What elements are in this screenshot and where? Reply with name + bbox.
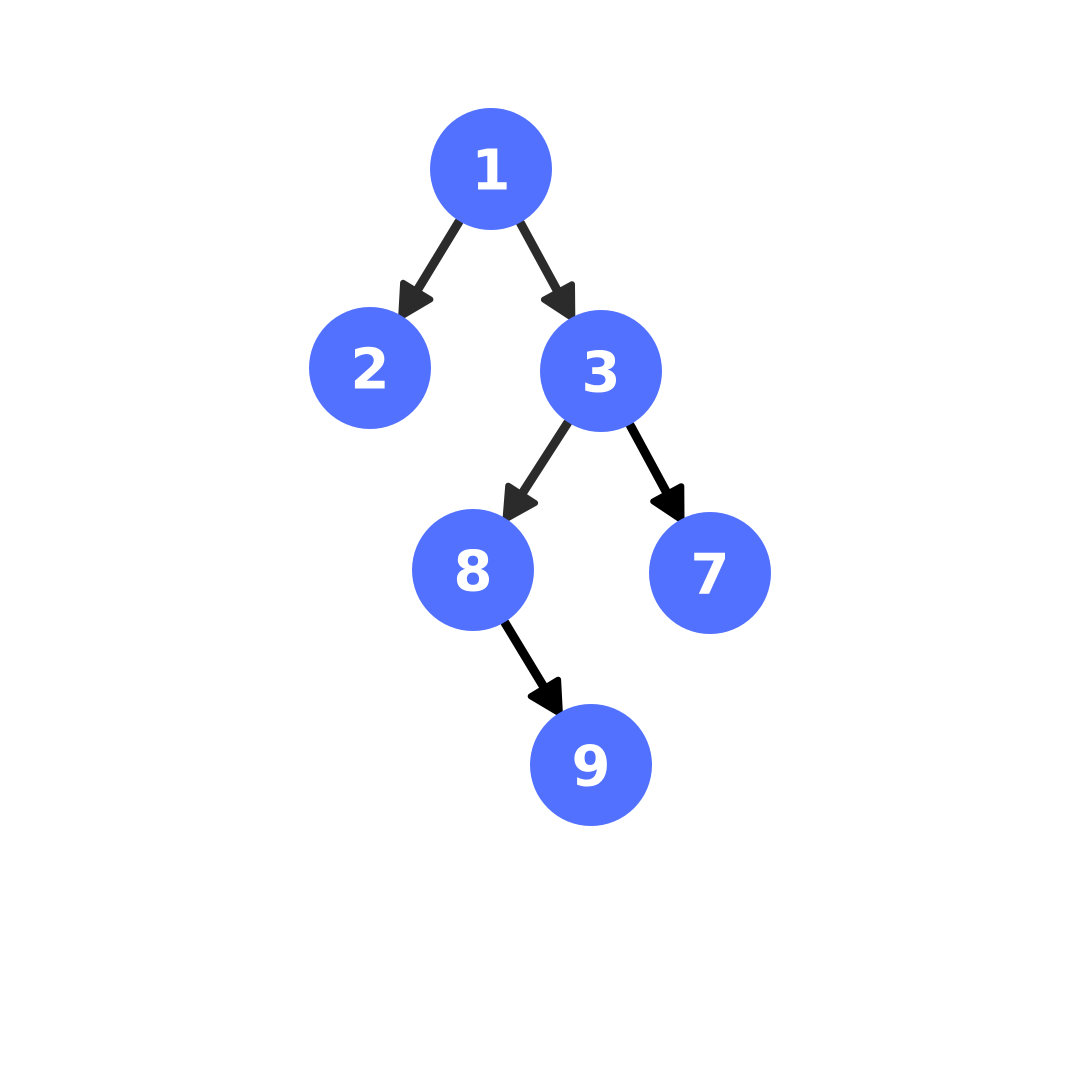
node-7-label: 7 — [691, 543, 730, 608]
node-9-circle — [530, 704, 652, 826]
node-7-circle — [649, 512, 771, 634]
edge-line — [410, 217, 464, 299]
arrowhead-icon — [540, 281, 576, 322]
edge-1-to-2 — [398, 217, 464, 320]
node-3: 3 — [540, 310, 662, 432]
arrowhead-icon — [502, 482, 539, 523]
node-7: 7 — [649, 512, 771, 634]
node-8-circle — [412, 509, 534, 631]
edge-line — [516, 219, 565, 300]
node-2-circle — [309, 307, 431, 429]
arrowhead-icon — [650, 483, 685, 524]
edges-layer — [398, 217, 685, 717]
node-1-circle — [430, 108, 552, 230]
edge-8-to-9 — [500, 618, 563, 717]
node-2-label: 2 — [351, 338, 390, 403]
edge-3-to-8 — [502, 418, 572, 523]
node-2: 2 — [309, 307, 431, 429]
node-8: 8 — [412, 509, 534, 631]
node-1: 1 — [430, 108, 552, 230]
node-3-circle — [540, 310, 662, 432]
edge-line — [625, 421, 674, 502]
node-9: 9 — [530, 704, 652, 826]
node-1-label: 1 — [472, 139, 511, 204]
edge-line — [500, 618, 551, 696]
node-9-label: 9 — [572, 735, 611, 800]
nodes-layer: 1 2 3 8 7 9 — [309, 108, 771, 826]
node-3-label: 3 — [582, 341, 621, 406]
arrowhead-icon — [527, 676, 563, 717]
node-8-label: 8 — [454, 540, 493, 605]
arrowhead-icon — [398, 279, 434, 320]
edge-line — [515, 418, 572, 503]
edge-1-to-3 — [516, 219, 576, 322]
edge-3-to-7 — [625, 421, 685, 524]
